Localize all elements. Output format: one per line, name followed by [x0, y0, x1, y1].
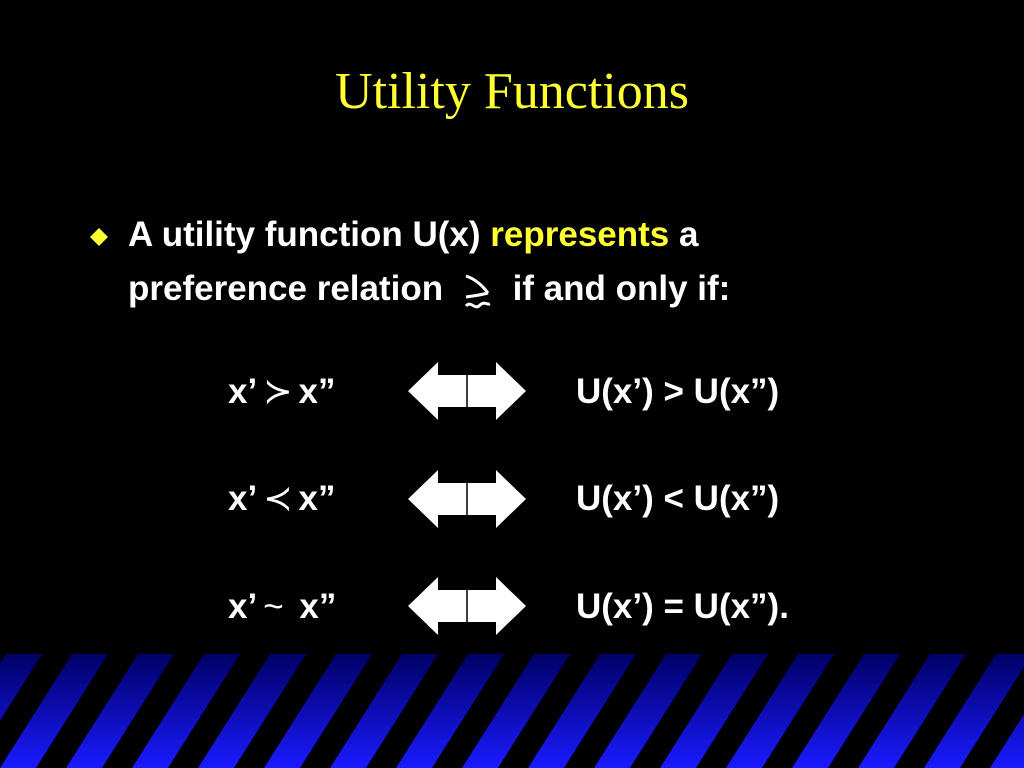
bullet-line2-end: if and only if:	[502, 269, 731, 308]
bullet-line2-start: preference relation	[128, 269, 453, 308]
bullet-text-part2: a	[669, 215, 699, 254]
row-3-x-prime: x’	[228, 587, 258, 626]
decorative-stripe	[0, 654, 42, 721]
decorative-stripe	[396, 654, 504, 768]
row-2-x-double-prime: x”	[298, 479, 336, 518]
decorative-stripe	[528, 654, 636, 768]
decorative-stripe	[198, 654, 306, 768]
decorative-stripe	[726, 654, 834, 768]
indifference-symbol: ~	[263, 587, 284, 626]
row-2-x-prime: x’	[228, 479, 258, 518]
relation-row-3-right: U(x’) = U(x”).	[576, 587, 789, 626]
row-1-x-double-prime: x”	[298, 372, 336, 411]
double-headed-arrow-icon	[408, 362, 526, 420]
decorative-stripe	[792, 654, 900, 768]
row-1-x-prime: x’	[228, 372, 258, 411]
relation-row-1-left: x’≻x”	[228, 374, 336, 409]
relation-row-3-left: x’~ x”	[228, 589, 336, 624]
decorative-stripe	[330, 654, 438, 768]
strict-preference-symbol: ≻	[263, 372, 293, 411]
decorative-stripe	[0, 654, 108, 768]
double-headed-arrow-icon	[408, 577, 526, 635]
decorative-stripe	[264, 654, 372, 768]
decorative-stripe-band	[0, 654, 1024, 768]
relation-row-1-right: U(x’) > U(x”)	[576, 372, 780, 411]
decorative-stripe	[660, 654, 768, 768]
relation-row-2-right: U(x’) < U(x”)	[576, 479, 780, 518]
bullet-highlight: represents	[490, 215, 670, 254]
diamond-icon	[90, 228, 108, 246]
strict-dispreference-symbol: ≺	[263, 479, 293, 518]
double-headed-arrow-icon	[408, 470, 526, 528]
decorative-stripe	[594, 654, 702, 768]
bullet-point: A utility function U(x) represents a pre…	[90, 208, 930, 316]
relation-row-2-left: x’≺x”	[228, 481, 336, 516]
decorative-stripe	[462, 654, 570, 768]
weak-preference-icon	[464, 274, 491, 309]
bullet-text: A utility function U(x) represents a pre…	[128, 208, 930, 316]
decorative-stripe	[132, 654, 240, 768]
bullet-text-part1: A utility function U(x)	[128, 215, 491, 254]
row-3-x-double-prime: x”	[289, 587, 337, 626]
decorative-stripe	[66, 654, 174, 768]
slide-title: Utility Functions	[335, 63, 689, 120]
decorative-stripe	[858, 654, 966, 768]
decorative-stripe	[924, 654, 1024, 768]
